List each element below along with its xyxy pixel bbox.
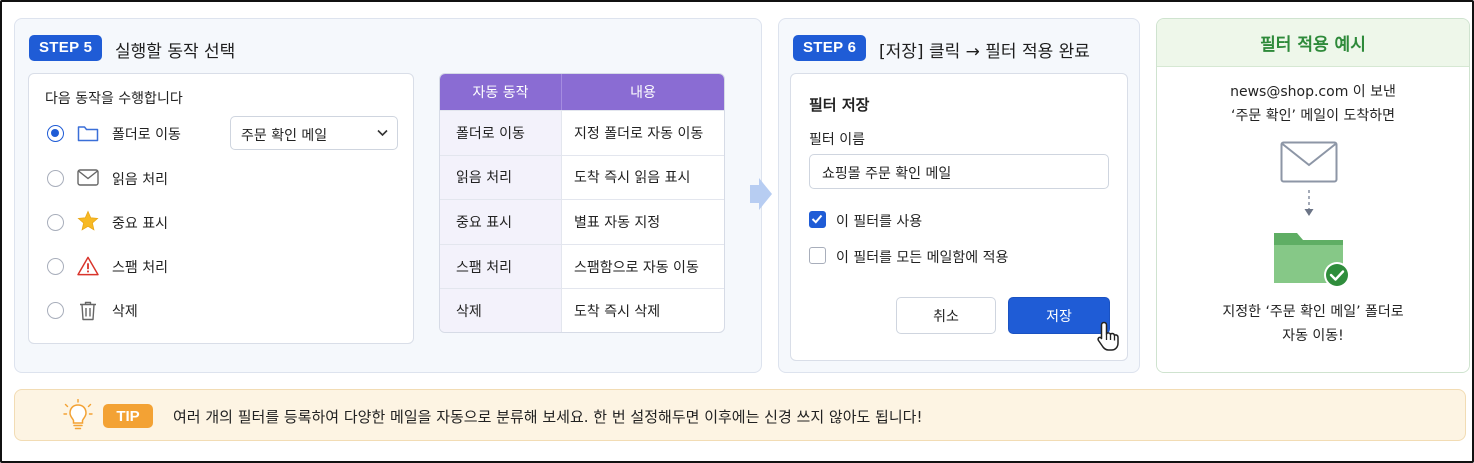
folder-check-icon [1274, 233, 1350, 288]
action-description-table: 자동 동작 내용 폴더로 이동 지정 폴더로 자동 이동 읽음 처리 도착 즉시… [439, 73, 725, 333]
folder-select-value: 주문 확인 메일 [241, 128, 328, 144]
example-body: news@shop.com 이 보낸 ‘주문 확인’ 메일이 도착하면 지정한 … [1157, 67, 1469, 372]
example-line-move: 자동 이동! [1282, 328, 1344, 344]
table-cell-content: 도착 즉시 읽음 표시 [574, 170, 691, 187]
option-label-read: 읽음 처리 [112, 172, 168, 188]
table-row: 읽음 처리 도착 즉시 읽음 표시 [440, 154, 724, 200]
step6-panel: STEP 6 [저장] 클릭 → 필터 적용 완료 필터 저장 필터 이름 쇼핑… [778, 18, 1140, 373]
lightbulb-icon [63, 399, 93, 430]
radio-mark-important[interactable] [47, 214, 64, 231]
table-cell-content: 지정 폴더로 자동 이동 [574, 125, 704, 142]
check-icon [811, 214, 823, 224]
use-filter-checkbox[interactable] [809, 211, 826, 228]
filter-name-value: 쇼핑몰 주문 확인 메일 [822, 166, 952, 182]
table-cell-content: 스팸함으로 자동 이동 [574, 259, 699, 276]
use-filter-label: 이 필터를 사용 [836, 214, 923, 230]
trash-icon [80, 301, 96, 321]
table-cell-content: 별표 자동 지정 [574, 214, 661, 231]
tip-text: 여러 개의 필터를 등록하여 다양한 메일을 자동으로 분류해 보세요. 한 번… [173, 408, 923, 426]
radio-mark-spam[interactable] [47, 258, 64, 275]
apply-all-label: 이 필터를 모든 메일함에 적용 [836, 250, 1009, 266]
hand-cursor-icon [1097, 321, 1119, 351]
table-cell-action: 중요 표시 [440, 200, 562, 244]
example-line-sender: news@shop.com 이 보낸 [1230, 84, 1396, 100]
table-row: 스팸 처리 스팸함으로 자동 이동 [440, 243, 724, 289]
folder-icon [77, 126, 99, 142]
tip-badge: TIP [103, 404, 153, 428]
folder-select[interactable]: 주문 확인 메일 [230, 116, 398, 150]
step5-panel: STEP 5 실행할 동작 선택 다음 동작을 수행합니다 폴더로 이동 주문 … [14, 18, 762, 373]
envelope-icon [1280, 141, 1338, 183]
cancel-button[interactable]: 취소 [896, 297, 996, 334]
table-header-action: 자동 동작 [440, 74, 562, 110]
radio-mark-read[interactable] [47, 170, 64, 187]
table-cell-action: 읽음 처리 [440, 155, 562, 200]
warning-icon [77, 256, 99, 276]
action-options-title: 다음 동작을 수행합니다 [45, 91, 183, 107]
action-options-card: 다음 동작을 수행합니다 폴더로 이동 주문 확인 메일 읽음 처리 중요 표시 [28, 73, 414, 344]
filter-name-label: 필터 이름 [809, 132, 865, 148]
table-row: 중요 표시 별표 자동 지정 [440, 199, 724, 244]
next-step-arrow-icon [750, 178, 772, 210]
option-label-delete: 삭제 [112, 304, 138, 320]
table-cell-action: 폴더로 이동 [440, 111, 562, 155]
table-header-content: 내용 [630, 85, 656, 101]
filter-example-panel: 필터 적용 예시 news@shop.com 이 보낸 ‘주문 확인’ 메일이 … [1156, 18, 1470, 373]
down-arrow-icon [1304, 190, 1314, 216]
step6-title: [저장] 클릭 → 필터 적용 완료 [879, 42, 1090, 62]
step5-title: 실행할 동작 선택 [115, 42, 236, 62]
filter-name-input[interactable]: 쇼핑몰 주문 확인 메일 [809, 154, 1109, 189]
radio-move-to-folder[interactable] [47, 125, 64, 142]
tip-bar: TIP 여러 개의 필터를 등록하여 다양한 메일을 자동으로 분류해 보세요.… [14, 389, 1466, 441]
example-line-folder: 지정한 ‘주문 확인 메일’ 폴더로 [1222, 304, 1404, 320]
apply-all-checkbox[interactable] [809, 247, 826, 264]
table-cell-content: 도착 즉시 삭제 [574, 304, 661, 321]
example-line-arrive: ‘주문 확인’ 메일이 도착하면 [1231, 108, 1395, 124]
table-header: 자동 동작 내용 [440, 74, 724, 110]
table-cell-action: 스팸 처리 [440, 244, 562, 289]
filter-save-title: 필터 저장 [809, 96, 870, 114]
table-cell-action: 삭제 [440, 289, 562, 332]
radio-delete[interactable] [47, 302, 64, 319]
step5-badge: STEP 5 [29, 35, 103, 61]
table-row: 폴더로 이동 지정 폴더로 자동 이동 [440, 110, 724, 155]
star-icon [77, 210, 99, 231]
envelope-icon [77, 169, 99, 186]
filter-save-card: 필터 저장 필터 이름 쇼핑몰 주문 확인 메일 이 필터를 사용 이 필터를 … [790, 73, 1128, 361]
table-row: 삭제 도착 즉시 삭제 [440, 288, 724, 332]
save-button[interactable]: 저장 [1008, 297, 1110, 334]
example-title: 필터 적용 예시 [1157, 19, 1469, 67]
option-label-important: 중요 표시 [112, 216, 168, 232]
step6-badge: STEP 6 [793, 35, 867, 61]
option-label-move: 폴더로 이동 [112, 127, 181, 143]
chevron-down-icon [377, 129, 388, 137]
option-label-spam: 스팸 처리 [112, 260, 168, 276]
